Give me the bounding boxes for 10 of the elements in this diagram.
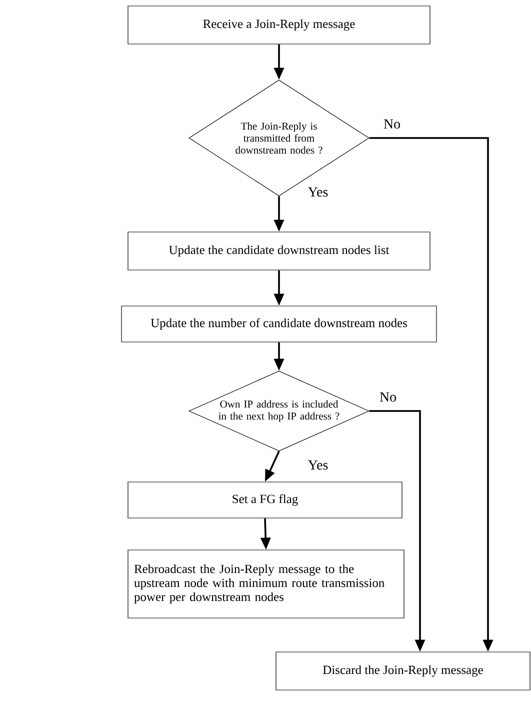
process-box: Discard the Join-Reply message: [276, 652, 530, 690]
process-box: Update the candidate downstream nodes list: [128, 232, 430, 270]
edge-label: Yes: [306, 186, 330, 198]
process-box: Receive a Join-Reply message: [128, 6, 430, 44]
edge-label: Yes: [306, 459, 330, 471]
process-box: Set a FG flag: [128, 482, 402, 518]
edge-label: No: [382, 118, 402, 130]
process-box: Rebroadcast the Join-Reply message to the upstream node with minimum route transmission power per downstream nodes: [128, 550, 404, 618]
edge-label: No: [378, 391, 398, 403]
process-box: Update the number of candidate downstream nodes: [121, 306, 437, 342]
